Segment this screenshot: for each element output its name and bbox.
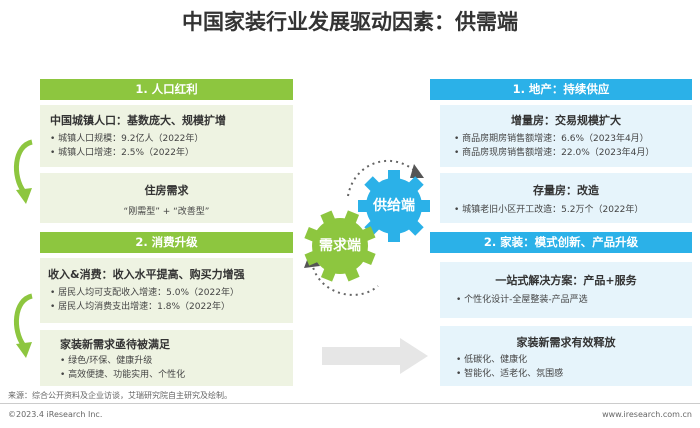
list-item: 绿色/环保、健康升级 [60,354,293,368]
card-demand-release: 家装新需求有效释放 低碳化、健康化 智能化、适老化、氛围感 [440,326,692,386]
section-header-real-estate: 1. 地产：持续供应 [430,79,692,100]
card-title: 收入&消费：收入水平提高、购买力增强 [48,268,245,281]
card-new-demand: 家装新需求亟待被满足 绿色/环保、健康升级 高效便捷、功能实用、个性化 [40,330,293,386]
copyright: ©2023.4 iResearch Inc. [8,410,103,419]
card-title: 家装新需求亟待被满足 [60,338,170,351]
list-item: 居民人均可支配收入增速：5.0%（2022年） [50,286,293,300]
list-item: 居民人均消费支出增速：1.8%（2022年） [50,300,293,314]
list-item: 商品房期房销售额增速：6.6%（2023年4月） [454,132,692,146]
card-subtitle: “刚需型” + “改善型” [123,207,210,217]
card-title: 住房需求 [144,184,189,197]
card-title: 增量房：交易规模扩大 [511,114,621,127]
website-link: www.iresearch.com.cn [602,410,692,419]
card-income-consumption: 收入&消费：收入水平提高、购买力增强 居民人均可支配收入增速：5.0%（2022… [40,258,293,323]
list-item: 个性化设计-全屋整装-产品严选 [456,293,692,307]
source-note: 来源：综合公开资料及企业访谈，艾瑞研究院自主研究及绘制。 [8,391,232,400]
demand-gear-icon [304,210,376,282]
curved-arrow-icon [13,139,33,204]
card-title: 中国城镇人口：基数庞大、规模扩增 [50,114,226,127]
card-title: 一站式解决方案：产品+服务 [495,274,637,287]
list-item: 智能化、适老化、氛围感 [456,367,692,381]
card-housing-demand: 住房需求 “刚需型” + “改善型” [40,173,293,223]
list-item: 城镇人口增速：2.5%（2022年） [50,146,293,160]
page-title: 中国家装行业发展驱动因素：供需端 [182,10,518,34]
section-header-consumption: 2. 消费升级 [40,232,293,253]
list-item: 低碳化、健康化 [456,353,692,367]
section-header-population: 1. 人口红利 [40,79,293,100]
demand-gear-label: 需求端 [319,238,361,254]
gears-diagram [304,159,430,296]
supply-gear-icon [358,170,430,242]
list-item: 城镇人口规模：9.2亿人（2022年） [50,132,293,146]
card-incremental-housing: 增量房：交易规模扩大 商品房期房销售额增速：6.6%（2023年4月） 商品房现… [440,105,692,167]
dotted-arc [311,261,379,296]
card-title: 存量房：改造 [533,184,599,197]
card-urban-population: 中国城镇人口：基数庞大、规模扩增 城镇人口规模：9.2亿人（2022年） 城镇人… [40,105,293,167]
list-item: 高效便捷、功能实用、个性化 [60,368,293,382]
arrow-head-icon [410,164,424,178]
list-item: 商品房现房销售额增速：22.0%（2023年4月） [454,146,692,160]
section-header-home-decor: 2. 家装：模式创新、产品升级 [430,232,692,253]
curved-arrow-icon [13,293,33,358]
footer-divider [0,403,700,404]
list-item: 城镇老旧小区开工改造：5.2万个（2022年） [454,203,692,217]
supply-gear-label: 供给端 [373,198,415,214]
card-title: 家装新需求有效释放 [516,336,616,349]
dotted-arc [347,159,417,197]
flow-arrow-icon [322,338,428,374]
card-existing-housing: 存量房：改造 城镇老旧小区开工改造：5.2万个（2022年） [440,173,692,223]
card-one-stop-solution: 一站式解决方案：产品+服务 个性化设计-全屋整装-产品严选 [440,262,692,318]
